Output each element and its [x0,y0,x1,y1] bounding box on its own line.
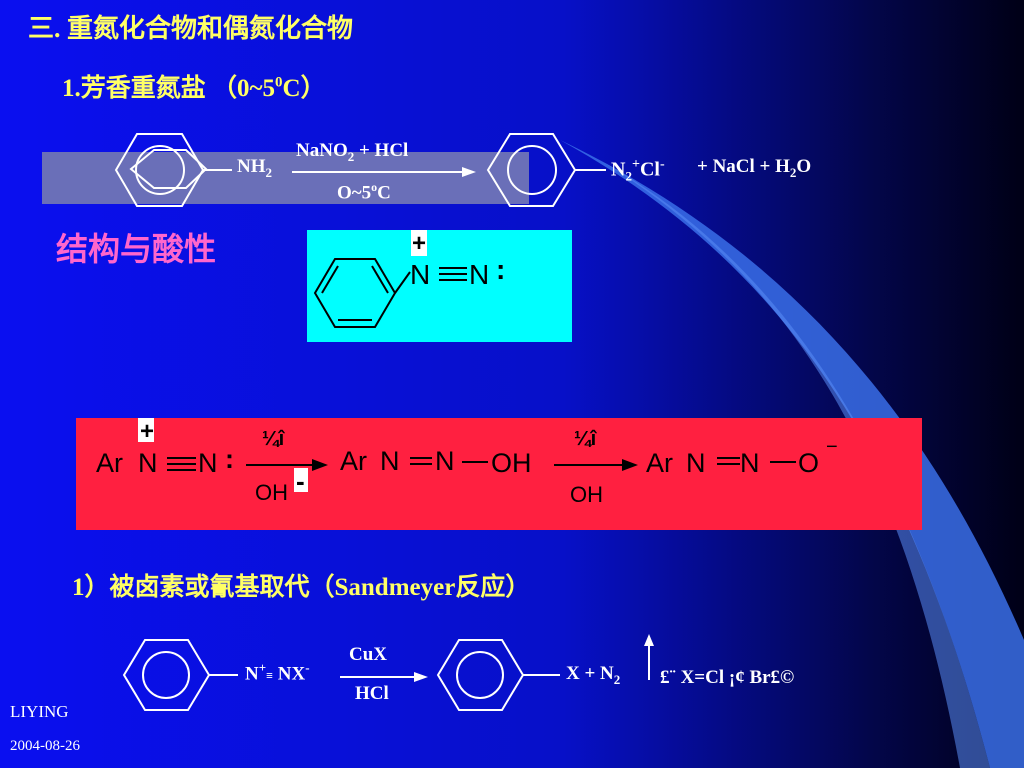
benzene-ring-sandmeyer-product [436,639,560,711]
footer-author: LIYING [10,702,69,721]
amine-nh: NH [237,156,266,177]
eq-n-f: N [740,448,760,478]
equilibrium-arrow-1-head [312,459,328,471]
amine-nh-sub: 2 [265,164,273,180]
sandmeyer-arrow-head [414,672,428,682]
benzene-ring-structure [313,258,411,328]
sandmeyer-triple-bond: ≡ [266,668,273,683]
product-cl: Cl [639,158,660,181]
benzene-ring-sandmeyer-reactant [122,639,238,711]
reaction-band [42,152,529,204]
reaction-arrow-1-head [462,167,476,177]
reagent-nano: NaNO [296,140,348,161]
amine-label: NH2 [237,156,272,181]
eq-colon: : [225,444,234,474]
eq-ar-2: Ar [340,446,367,476]
equilibrium-box [76,418,922,530]
sandmeyer-nx: NX [273,663,306,685]
subsection-title-sup: 0 [275,74,283,91]
eq-o-charge: − [826,436,838,458]
subsection-title: 1.芳香重氮盐 （0~50C） [62,68,326,104]
product-n: N [611,158,626,181]
sandmeyer-product-text: X + N [566,663,614,684]
reaction-condition: O~5oC [337,180,391,204]
eq-plus: + [140,418,155,445]
structure-n1: N [410,259,431,290]
eq-arrow1-bottom: OH [255,480,288,505]
subsection-title-suffix: C） [282,75,326,102]
slide-title: 三. 重氮化合物和偶氮化合物 [28,14,354,43]
eq-n-b: N [198,448,218,478]
eq-o: O [798,448,820,478]
water-sub: 2 [789,164,797,180]
sandmeyer-product-sub: 2 [613,671,621,687]
eq-ar-1: Ar [96,448,123,478]
plus-highlight [411,230,427,256]
benzene-ring-aniline [114,133,232,207]
benzene-ring-diazonium [486,133,606,207]
sandmeyer-product: X + N2 [566,663,620,688]
eq-arrow2-top: ¼î [574,428,597,450]
condition-prefix: O~5 [337,182,372,204]
water-o: O [796,156,812,177]
eq-n-a: N [138,448,158,478]
subsection-title-prefix: 1.芳香重氮盐 （0~5 [62,75,276,102]
equilibrium-graphics [138,418,796,492]
structure-acidity-label: 结构与酸性 [56,231,217,267]
reagent-hcl: + HCl [354,140,409,161]
equilibrium-minus-highlight [294,468,308,492]
product-plus: + [631,157,640,172]
sandmeyer-nx-minus: - [305,660,310,675]
product-n-sub: 2 [625,168,632,184]
product-minus: - [659,157,665,172]
byproducts: + NaCl + H2O [697,156,811,181]
sandmeyer-reactant-label: N+≡ NX- [245,660,310,685]
structure-lone-pair: : [496,254,506,285]
eq-ar-3: Ar [646,448,673,478]
sandmeyer-acid: HCl [355,683,389,704]
sandmeyer-reagent: CuX [349,644,388,665]
condition-suffix: C [377,182,391,204]
structure-n2: N [469,259,490,290]
eq-n-c: N [380,446,400,476]
condition-sup: o [371,180,378,194]
sandmeyer-n-plus: + [258,660,267,675]
equilibrium-bonds [167,457,796,471]
eq-arrow1-top: ¼î [262,428,285,450]
sandmeyer-n: N [245,663,259,685]
diazonium-product: N2+Cl- [611,157,665,185]
structure-plus: + [412,230,427,257]
eq-arrow2-bottom: OH [570,482,603,507]
gas-arrow-head [644,634,654,646]
triple-bond [439,267,467,281]
eq-arrow1-charge: - [296,466,305,496]
footer-date: 2004-08-26 [10,738,80,754]
sandmeyer-heading: 1）被卤素或氰基取代（Sandmeyer反应） [72,574,531,601]
equilibrium-plus-highlight [138,418,154,442]
eq-n-e: N [686,448,706,478]
diazonium-structure-box [307,230,572,342]
reagent-nano-sub: 2 [347,148,355,164]
eq-n-d: N [435,446,455,476]
reagent-nano2-hcl: NaNO2 + HCl [296,140,408,165]
diazonium-structure [313,230,467,328]
sandmeyer-note: £¨ X=Cl ¡¢ Br£© [660,667,795,688]
byproducts-text: + NaCl + H [697,156,790,177]
eq-oh: OH [491,448,532,478]
equilibrium-arrow-2-head [622,459,638,471]
